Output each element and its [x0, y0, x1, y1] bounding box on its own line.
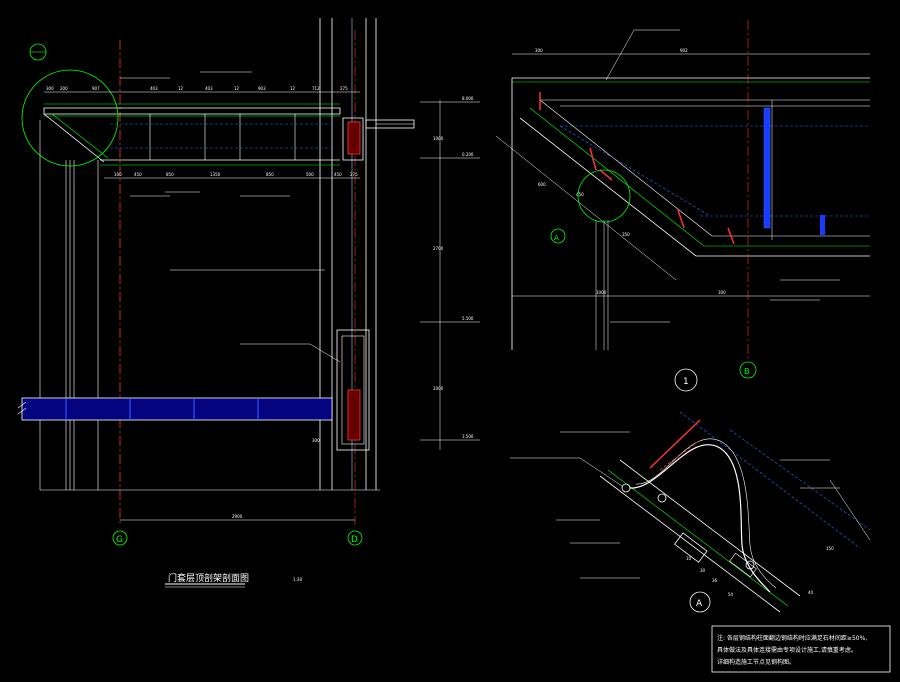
left-section: 2900 G D 门套层顶剖架剖面图 1:30: [17, 18, 480, 588]
dim-text: 1000: [596, 290, 607, 295]
left-top-dims: 300 200 907 403 12 403 12 903 12 712 275: [46, 86, 348, 91]
span-text: 2700: [433, 246, 444, 251]
dim-text: 300: [718, 290, 726, 295]
dim-text: 403: [205, 86, 213, 91]
drawing-scale: 1:30: [293, 577, 302, 582]
dim-text: 903: [258, 86, 266, 91]
elev-text: 8.000: [462, 96, 474, 101]
span-text: 300: [312, 438, 320, 443]
detail-bubble-1: 1: [683, 377, 689, 387]
note-line-3: 详细构造施工节点见钢构图。: [717, 658, 795, 666]
detail-bubble-a-bottom: A: [696, 599, 703, 609]
dim-text: 300: [535, 48, 543, 53]
dim-text: 12: [234, 86, 240, 91]
detail-bubble-a: A: [554, 234, 559, 242]
drawing-title: 门套层顶剖架剖面图: [168, 572, 249, 584]
dim-text: 600: [538, 182, 546, 187]
dim-text: 275: [350, 172, 358, 177]
dim-text: 300: [46, 86, 54, 91]
right-top-detail: 300 902 1000 300 450 600 350 A 1 B: [495, 20, 870, 392]
detail-dim: 30: [700, 568, 706, 573]
note-box: 注: 各层钢结构柱面翻边钢结构时应满足石材间距≥50%, 具体做法及具体连接需由…: [711, 625, 891, 673]
dim-text: 907: [92, 86, 100, 91]
dim-text: 100: [114, 172, 122, 177]
dim-text: 350: [622, 232, 630, 237]
detail-a: 30 36 10 54 40 150 A: [510, 411, 871, 613]
dim-text: 500: [306, 172, 314, 177]
dim-text: 12: [178, 86, 184, 91]
dim-text: 850: [266, 172, 274, 177]
dim-text: 450: [134, 172, 142, 177]
dim-text: 275: [340, 86, 348, 91]
dim-text: 850: [166, 172, 174, 177]
grid-bubble-b: B: [744, 367, 750, 376]
span-text: 1000: [433, 136, 444, 141]
vertical-dims: 8.000 0.200 5.500 3.500 1000 2700 2000 3…: [312, 96, 474, 443]
note-line-1: 注: 各层钢结构柱面翻边钢结构时应满足石材间距≥50%,: [717, 634, 867, 642]
dim-text: 712: [312, 86, 320, 91]
dim-text: 902: [680, 48, 688, 53]
detail-dim: 54: [728, 592, 734, 597]
note-line-2: 具体做法及具体连接需由专项设计施工,请慎重考虑。: [717, 646, 857, 654]
detail-dim: 36: [712, 578, 718, 583]
dim-text: 12: [290, 86, 296, 91]
grid-bubble-g: G: [116, 535, 123, 545]
span-text: 2000: [433, 386, 444, 391]
dim-text: 450: [576, 192, 584, 197]
grid-bubble-d: D: [351, 535, 358, 545]
dim-text: 403: [150, 86, 158, 91]
elev-text: 3.500: [462, 434, 474, 439]
detail-dim: 150: [826, 546, 834, 551]
elev-text: 0.200: [462, 152, 474, 157]
dim-span: 2900: [232, 514, 243, 519]
dim-text: 1350: [210, 172, 221, 177]
detail-dim: 40: [808, 590, 814, 595]
dim-text: 450: [334, 172, 342, 177]
elev-text: 5.500: [462, 316, 474, 321]
dim-text: 200: [60, 86, 68, 91]
left-bottom-dims: 100 450 850 1350 850 500 450 275: [114, 172, 358, 177]
detail-dim: 10: [686, 556, 692, 561]
